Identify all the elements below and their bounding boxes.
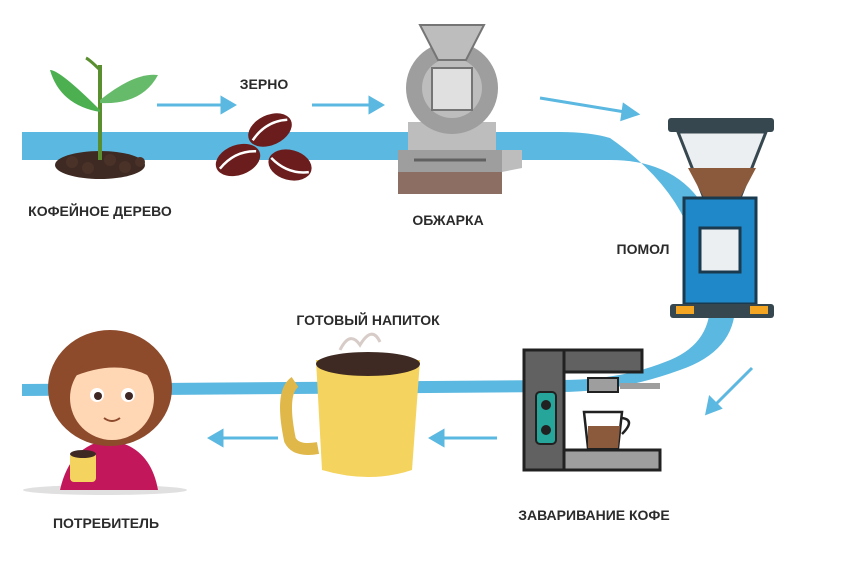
coffee-mug-icon	[280, 332, 420, 477]
label-ready-drink: ГОТОВЫЙ НАПИТОК	[296, 311, 440, 328]
flow-arrow-5	[428, 428, 497, 448]
label-coffee-tree: КОФЕЙНОЕ ДЕРЕВО	[28, 202, 172, 219]
roaster-icon	[398, 24, 522, 194]
coffee-plant-icon	[50, 56, 158, 179]
label-roasting: ОБЖАРКА	[412, 212, 483, 228]
flow-arrow-3	[539, 96, 641, 122]
consumer-girl-icon	[23, 330, 187, 495]
espresso-machine-icon	[522, 348, 662, 472]
label-beans: ЗЕРНО	[240, 76, 289, 92]
coffee-beans-icon	[215, 113, 312, 181]
flow-arrow-1	[157, 95, 237, 115]
flow-arrow-2	[312, 95, 385, 115]
flow-arrow-4	[704, 366, 754, 416]
label-consumer: ПОТРЕБИТЕЛЬ	[53, 515, 159, 531]
label-brewing: ЗАВАРИВАНИЕ КОФЕ	[518, 507, 669, 523]
flow-arrow-6	[207, 428, 278, 448]
label-grinding: ПОМОЛ	[617, 241, 670, 257]
grinder-icon	[668, 118, 774, 318]
